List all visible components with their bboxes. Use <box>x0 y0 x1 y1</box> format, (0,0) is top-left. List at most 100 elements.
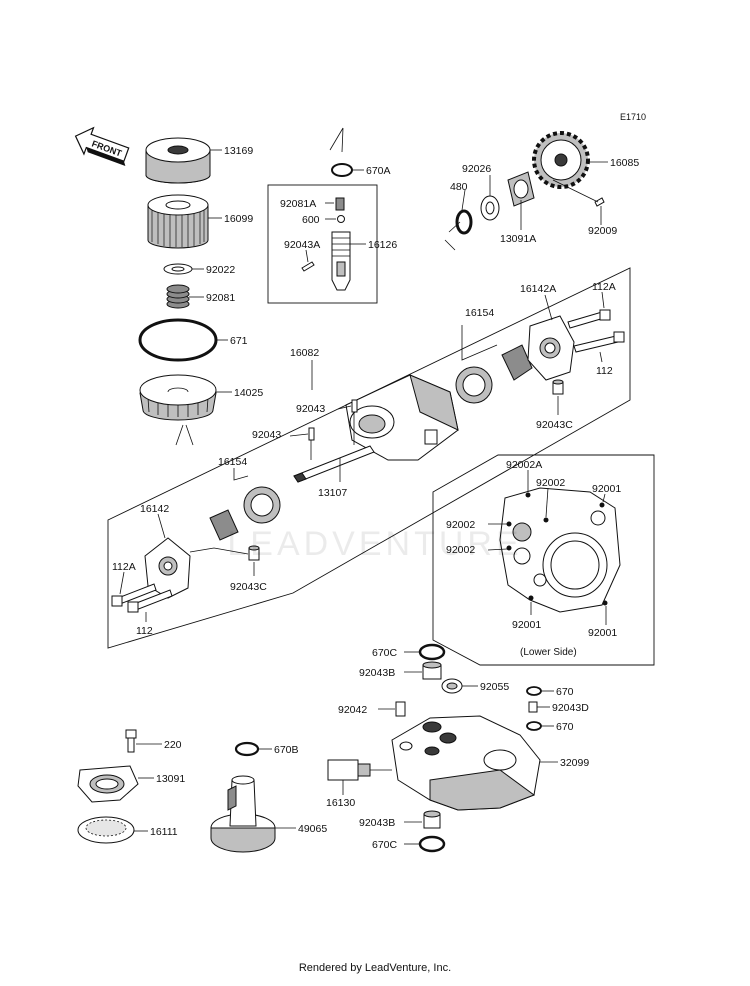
pin-92043-upper <box>351 399 358 413</box>
lower-side-label: (Lower Side) <box>520 647 577 658</box>
washer-92022 <box>163 263 193 275</box>
o-ring-671 <box>138 318 218 362</box>
label-13091: 13091 <box>156 773 185 785</box>
label-92043A: 92043A <box>284 239 320 251</box>
diagram-code: E1710 <box>620 112 646 122</box>
label-92001-top: 92001 <box>592 483 621 495</box>
label-16142: 16142 <box>140 503 169 515</box>
ball-600 <box>337 215 345 223</box>
pin-92043-lower <box>308 427 315 441</box>
collar-92043B-top <box>422 661 442 680</box>
bolt-220 <box>125 729 137 753</box>
label-92043D: 92043D <box>552 702 589 714</box>
cover-16142 <box>144 537 191 599</box>
label-670-upper: 670 <box>556 686 574 698</box>
collar-92043C-lower <box>248 545 260 561</box>
label-92042: 92042 <box>338 704 367 716</box>
gear-16085 <box>532 131 590 189</box>
label-112A-upper: 112A <box>592 281 616 293</box>
label-92043B-top: 92043B <box>359 667 395 679</box>
label-480: 480 <box>450 181 468 193</box>
pump-body <box>345 374 459 461</box>
label-92043C-upper: 92043C <box>536 419 573 431</box>
footer-credit: Rendered by LeadVenture, Inc. <box>298 962 452 974</box>
label-32099: 32099 <box>560 757 589 769</box>
label-92055: 92055 <box>480 681 509 693</box>
plug-92055 <box>441 678 463 694</box>
washer-92026 <box>480 195 500 221</box>
label-92043B-bottom: 92043B <box>359 817 395 829</box>
label-670-lower: 670 <box>556 721 574 733</box>
oil-pump-assembly-outline <box>107 267 631 649</box>
label-92002-top: 92002 <box>536 477 565 489</box>
label-670C-top: 670C <box>372 647 398 659</box>
oil-filter-cover-13169 <box>145 137 211 184</box>
joint-16130 <box>327 759 371 781</box>
label-92043-lower: 92043 <box>252 429 281 441</box>
screen-16111 <box>77 816 135 844</box>
label-92022: 92022 <box>206 264 235 276</box>
label-16154-upper: 16154 <box>465 307 494 319</box>
o-ring-670A <box>331 163 353 177</box>
collar-92043C-upper <box>552 379 564 395</box>
collar-92043B-bottom <box>423 810 441 829</box>
label-13091A: 13091A <box>500 233 536 245</box>
snap-ring-480 <box>455 209 473 235</box>
lower-side-detail-box <box>432 454 655 666</box>
o-ring-670-upper <box>526 686 542 696</box>
pipe-housing-32099 <box>391 715 541 811</box>
label-16154-lower: 16154 <box>218 456 247 468</box>
label-92002-mid: 92002 <box>446 519 475 531</box>
o-ring-670C-bottom <box>418 835 446 853</box>
label-16111: 16111 <box>150 826 178 838</box>
shaft-13107 <box>293 445 375 483</box>
collar-92043D <box>528 701 538 713</box>
label-600: 600 <box>302 214 320 226</box>
bolt-112A-lower <box>111 583 157 607</box>
label-16082: 16082 <box>290 347 319 359</box>
label-92002-low: 92002 <box>446 544 475 556</box>
spring-92081A <box>335 197 345 211</box>
label-92043-upper: 92043 <box>296 403 325 415</box>
bolt-112-upper <box>573 331 625 353</box>
oil-screen-14025 <box>139 374 217 421</box>
label-112-upper: 112 <box>596 365 613 377</box>
label-92002A: 92002A <box>506 459 542 471</box>
o-ring-670C-top <box>418 643 446 661</box>
pin-92043A <box>301 261 315 272</box>
label-92081: 92081 <box>206 292 235 304</box>
collar-92042 <box>395 701 406 717</box>
label-220: 220 <box>164 739 182 751</box>
pipe-49065 <box>210 775 276 853</box>
label-16142A: 16142A <box>520 283 556 295</box>
relief-valve-box <box>267 184 378 304</box>
label-92009: 92009 <box>588 225 617 237</box>
label-670C-bottom: 670C <box>372 839 398 851</box>
bracket-13091A <box>507 171 535 207</box>
cover-16142A <box>527 315 575 381</box>
label-16099: 16099 <box>224 213 253 225</box>
bolt-112A-upper <box>567 309 611 329</box>
label-49065: 49065 <box>298 823 327 835</box>
label-13107: 13107 <box>318 487 347 499</box>
cover-13091 <box>77 765 139 803</box>
bolt-92009 <box>552 179 605 207</box>
rotor-16154-lower <box>209 486 281 541</box>
label-92026: 92026 <box>462 163 491 175</box>
label-92043C-lower: 92043C <box>230 581 267 593</box>
label-670B: 670B <box>274 744 299 756</box>
label-112-lower: 112 <box>136 625 153 637</box>
label-13169: 13169 <box>224 145 253 157</box>
label-14025: 14025 <box>234 387 263 399</box>
spring-92081 <box>166 284 190 309</box>
watermark: LEADVENTURE <box>227 525 523 563</box>
label-92001-right: 92001 <box>588 627 617 639</box>
rotor-16154-upper <box>455 344 533 404</box>
label-16085: 16085 <box>610 157 639 169</box>
crankcase-lower-side <box>499 487 621 613</box>
bolt-112-lower <box>127 589 173 613</box>
label-92081A: 92081A <box>280 198 316 210</box>
oil-filter-16099 <box>147 194 209 249</box>
label-670A: 670A <box>366 165 391 177</box>
